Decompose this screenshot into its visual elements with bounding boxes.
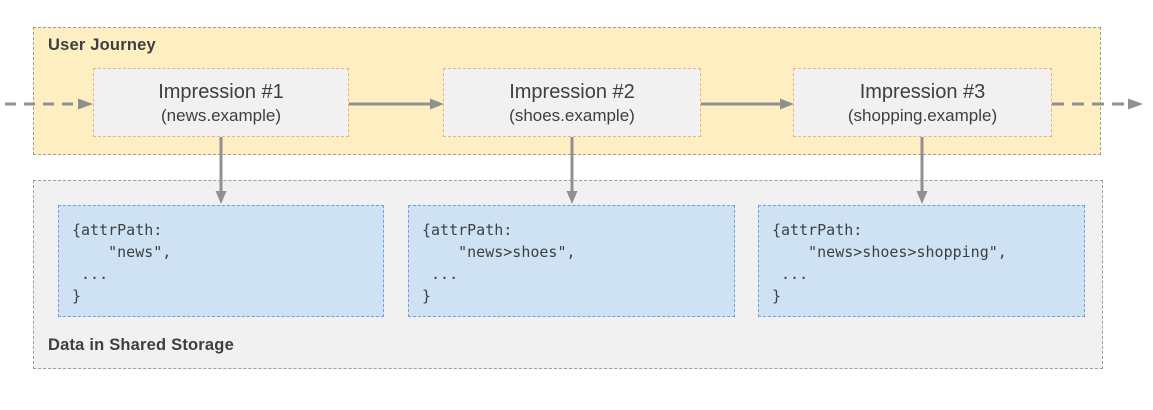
impression-1-title: Impression #1: [158, 80, 284, 103]
storage-entry-2-box: {attrPath: "news>shoes", ... }: [408, 205, 735, 317]
shared-storage-label: Data in Shared Storage: [48, 336, 234, 354]
impression-2-domain: (shoes.example): [509, 105, 635, 125]
impression-2-title: Impression #2: [509, 80, 635, 103]
storage-entry-1-code: {attrPath: "news", ... }: [72, 221, 172, 305]
storage-entry-3-code: {attrPath: "news>shoes>shopping", ... }: [772, 221, 1007, 305]
storage-entry-2-code: {attrPath: "news>shoes", ... }: [422, 221, 576, 305]
impression-1-box: Impression #1 (news.example): [93, 68, 349, 137]
storage-entry-1-box: {attrPath: "news", ... }: [58, 205, 384, 317]
impression-3-box: Impression #3 (shopping.example): [793, 68, 1052, 137]
user-journey-label: User Journey: [48, 36, 156, 54]
storage-entry-3-box: {attrPath: "news>shoes>shopping", ... }: [758, 205, 1085, 317]
impression-3-title: Impression #3: [859, 80, 986, 103]
impression-3-domain: (shopping.example): [847, 105, 998, 125]
impression-2-box: Impression #2 (shoes.example): [443, 68, 701, 137]
impression-1-domain: (news.example): [161, 105, 281, 125]
